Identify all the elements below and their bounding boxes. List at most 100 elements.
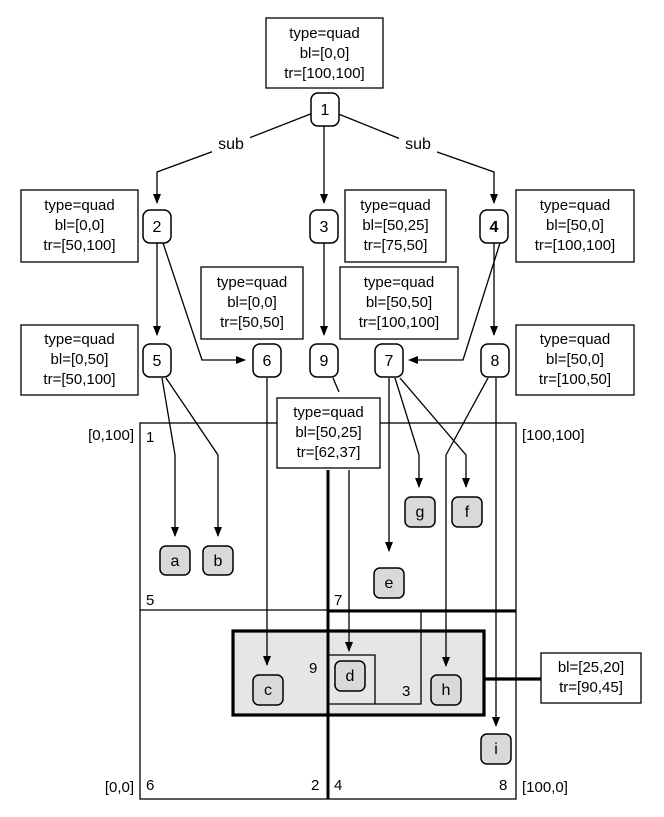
tree-nodes: 1 2 3 4 5 6 9 7: [142, 92, 510, 378]
query-tr: tr=[90,45]: [559, 679, 623, 696]
node-5-attribute-box: type=quad bl=[0,50] tr=[50,100]: [20, 324, 139, 396]
leaf-a: a: [159, 545, 191, 576]
edge-label-bg-left: [212, 133, 250, 153]
svg-text:b: b: [214, 553, 223, 570]
edge-label-sub-right: sub: [405, 136, 431, 153]
leaf-f: f: [451, 496, 483, 528]
region-label-6: 6: [146, 777, 154, 794]
tree-node-5: 5: [142, 343, 172, 378]
attribute-boxes: type=quad bl=[0,0] tr=[100,100] type=qua…: [20, 17, 635, 469]
region-label-5: 5: [146, 592, 154, 609]
tree-node-7: 7: [374, 343, 404, 378]
svg-text:i: i: [494, 741, 498, 758]
edge-1-2: [153, 112, 314, 204]
svg-text:type=quad: type=quad: [44, 331, 114, 348]
svg-text:6: 6: [263, 353, 272, 370]
svg-text:3: 3: [320, 219, 329, 236]
svg-text:bl=[0,50]: bl=[0,50]: [51, 351, 109, 368]
svg-text:4: 4: [490, 219, 499, 236]
tree-node-1: 1: [310, 92, 340, 127]
svg-text:d: d: [346, 668, 355, 685]
svg-text:f: f: [465, 504, 470, 521]
edge-5-a: [161, 377, 179, 537]
edge-4-7: [408, 242, 501, 364]
svg-text:c: c: [264, 682, 272, 699]
svg-text:5: 5: [153, 353, 162, 370]
region-label-1: 1: [146, 429, 154, 446]
edge-7-f: [399, 377, 470, 488]
corner-label-bottom-right: [100,0]: [522, 779, 568, 796]
root-attribute-box: type=quad bl=[0,0] tr=[100,100]: [265, 17, 384, 89]
region-labels: 1 5 7 6 2 4 8 9 3 [0,100] [100,100] [0,0…: [88, 427, 584, 796]
spatial-map: [139, 422, 517, 800]
corner-label-top-right: [100,100]: [522, 427, 585, 444]
svg-text:h: h: [442, 682, 451, 699]
leaf-d: d: [334, 660, 366, 692]
svg-text:tr=[50,100]: tr=[50,100]: [43, 371, 115, 388]
svg-text:tr=[100,50]: tr=[100,50]: [539, 371, 611, 388]
region-label-3: 3: [402, 683, 410, 700]
svg-text:bl=[50,25]: bl=[50,25]: [362, 217, 428, 234]
corner-label-bottom-left: [0,0]: [105, 779, 134, 796]
svg-text:e: e: [385, 575, 394, 592]
svg-text:bl=[50,25]: bl=[50,25]: [295, 424, 361, 441]
svg-text:tr=[75,50]: tr=[75,50]: [364, 237, 428, 254]
svg-text:7: 7: [385, 353, 394, 370]
node-7-attribute-box: type=quad bl=[50,50] tr=[100,100]: [339, 266, 459, 340]
node-9-attribute-box: type=quad bl=[50,25] tr=[62,37]: [276, 397, 381, 469]
edge-label-sub-left: sub: [218, 136, 244, 153]
region-label-7: 7: [334, 592, 342, 609]
leaf-h: h: [430, 674, 462, 706]
region-label-8: 8: [499, 777, 507, 794]
region-9-outline: [328, 654, 376, 704]
svg-text:type=quad: type=quad: [540, 197, 610, 214]
svg-text:type=quad: type=quad: [364, 274, 434, 291]
edge-9-right: [332, 377, 340, 393]
svg-text:type=quad: type=quad: [540, 331, 610, 348]
svg-text:type=quad: type=quad: [217, 274, 287, 291]
svg-text:8: 8: [491, 353, 500, 370]
svg-text:type=quad: type=quad: [360, 197, 430, 214]
svg-text:type=quad: type=quad: [44, 197, 114, 214]
edge-1-4: [335, 112, 498, 204]
edge-2-6: [162, 242, 246, 364]
edge-5-b: [165, 377, 222, 537]
svg-text:bl=[0,0]: bl=[0,0]: [55, 217, 105, 234]
tree-node-3: 3: [309, 209, 339, 244]
region-label-9: 9: [309, 660, 317, 677]
svg-text:9: 9: [320, 353, 329, 370]
svg-text:g: g: [416, 504, 425, 521]
svg-text:type=quad: type=quad: [293, 404, 363, 421]
region-label-4: 4: [334, 777, 342, 794]
node-2-attribute-box: type=quad bl=[0,0] tr=[50,100]: [20, 189, 139, 263]
leaf-i: i: [480, 733, 512, 765]
svg-text:1: 1: [321, 102, 330, 119]
leaf-b: b: [202, 545, 234, 576]
svg-text:2: 2: [153, 219, 162, 236]
region-3-outline: [328, 611, 422, 705]
tree-node-9: 9: [309, 343, 339, 378]
region-label-2: 2: [311, 777, 319, 794]
query-bl: bl=[25,20]: [558, 659, 624, 676]
svg-text:tr=[100,100]: tr=[100,100]: [535, 237, 615, 254]
leaf-g: g: [404, 496, 436, 528]
svg-text:bl=[50,0]: bl=[50,0]: [546, 351, 604, 368]
node-3-attribute-box: type=quad bl=[50,25] tr=[75,50]: [344, 189, 447, 263]
svg-text:tr=[50,100]: tr=[50,100]: [43, 237, 115, 254]
svg-text:a: a: [171, 553, 180, 570]
edge-label-bg-right: [399, 133, 437, 153]
svg-text:type=quad: type=quad: [289, 25, 359, 42]
svg-text:tr=[100,100]: tr=[100,100]: [359, 314, 439, 331]
svg-text:bl=[50,50]: bl=[50,50]: [366, 294, 432, 311]
query-attribute-box: bl=[25,20] tr=[90,45]: [540, 652, 642, 704]
tree-node-8: 8: [480, 343, 510, 378]
tree-node-4: 4: [479, 209, 509, 244]
node-4-attribute-box: type=quad bl=[50,0] tr=[100,100]: [515, 189, 635, 263]
tree-edges: [153, 112, 501, 727]
tree-node-6: 6: [252, 343, 282, 378]
svg-text:bl=[50,0]: bl=[50,0]: [546, 217, 604, 234]
edge-8-h: [442, 377, 489, 667]
corner-label-top-left: [0,100]: [88, 427, 134, 444]
node-8-attribute-box: type=quad bl=[50,0] tr=[100,50]: [515, 324, 635, 396]
